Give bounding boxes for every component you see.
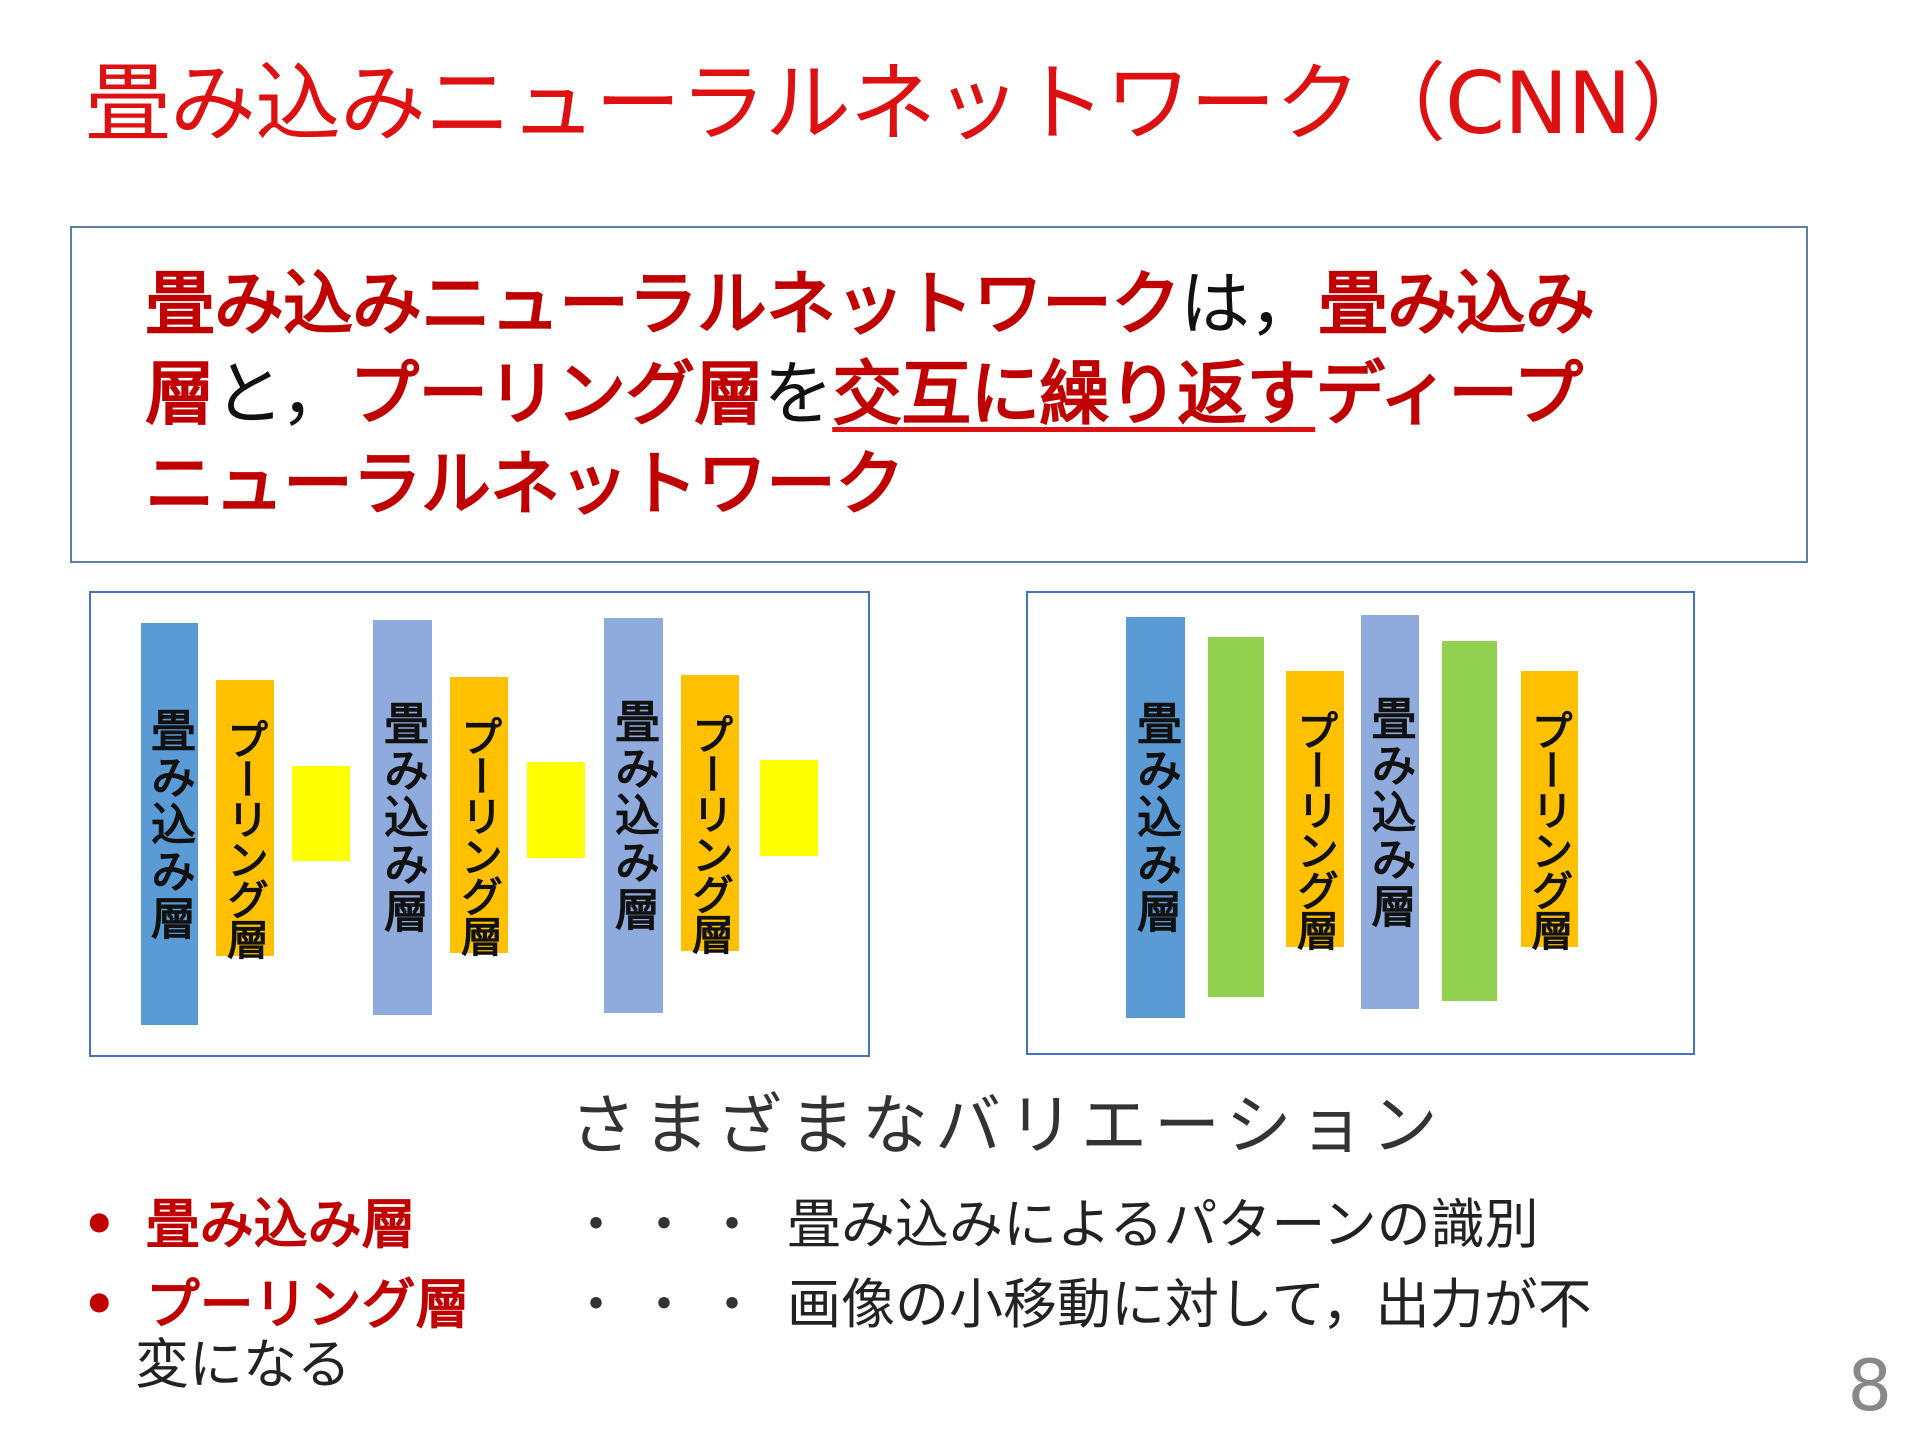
pool-layer-label: プーリング層 [1525, 709, 1574, 949]
pool-layer-block: プーリング層 [450, 677, 508, 955]
variation-caption: さまざまなバリエーション [570, 1087, 1445, 1164]
diagram-alternating [89, 591, 870, 1057]
def-particle: は， [1180, 263, 1319, 345]
bullet-dots: ・・・ [569, 1273, 773, 1336]
pool-layer-block: プーリング層 [681, 675, 739, 953]
def-term-nn: ニューラルネットワーク [145, 443, 905, 525]
intermediate-layer-block [1208, 637, 1264, 997]
conv-layer-label: 畳み込み層 [376, 700, 429, 935]
conv-layer-label: 畳み込み層 [143, 706, 196, 942]
def-term-conv: 畳み込み [1318, 263, 1595, 345]
def-particle: と， [214, 353, 350, 435]
pool-layer-block: プーリング層 [1521, 671, 1578, 949]
bullet-marker: • [82, 1193, 117, 1256]
slide-title: 畳み込みニューラルネットワーク（CNN） [85, 54, 1717, 154]
intermediate-layer-block [1442, 641, 1497, 1001]
conv-layer-block: 畳み込み層 [141, 623, 198, 1025]
conv-layer-label: 畳み込み層 [1363, 694, 1417, 930]
def-term-layer: 層 [145, 353, 215, 435]
def-term-cnn: 畳み込みニューラルネットワーク [145, 263, 1181, 345]
def-term-pool: プーリング層 [349, 353, 764, 435]
pool-layer-label: プーリング層 [454, 715, 504, 955]
bullet-dots: ・・・ [569, 1193, 773, 1256]
conv-layer-label: 畳み込み層 [607, 698, 660, 933]
conv-layer-block: 畳み込み層 [1126, 617, 1185, 1018]
definition-line-2: 層と，プーリング層を交互に繰り返すディープ [145, 352, 1583, 436]
bullet-conv: • 畳み込み層 ・・・ 畳み込みによるパターンの識別 [82, 1193, 1862, 1258]
bullet-desc-pool-cont: 変になる [135, 1333, 351, 1396]
def-particle: を [763, 353, 833, 435]
pool-layer-label: プーリング層 [1290, 709, 1340, 949]
conv-layer-block: 畳み込み層 [1361, 615, 1419, 1009]
pool-layer-label: プーリング層 [685, 713, 735, 953]
bullet-desc-conv: 畳み込みによるパターンの識別 [787, 1193, 1539, 1256]
bullet-pool: • プーリング層 ・・・ 画像の小移動に対して，出力が不 [82, 1273, 1862, 1338]
bullet-label-pool: プーリング層 [145, 1273, 470, 1336]
definition-box [70, 226, 1808, 563]
diagram-variation [1026, 591, 1695, 1055]
conv-layer-label: 畳み込み層 [1129, 700, 1182, 935]
def-term-alternate: 交互に繰り返す [832, 353, 1316, 435]
pool-layer-label: プーリング層 [220, 718, 270, 958]
pool-layer-block: プーリング層 [216, 680, 274, 958]
conv-layer-block: 畳み込み層 [373, 620, 432, 1015]
feature-map-block [760, 760, 818, 856]
feature-map-block [527, 762, 585, 858]
page-number: 8 [1847, 1345, 1892, 1427]
definition-line-3: ニューラルネットワーク [145, 442, 905, 526]
definition-line-1: 畳み込みニューラルネットワークは，畳み込み [145, 262, 1595, 346]
bullet-marker: • [82, 1273, 117, 1336]
pool-layer-block: プーリング層 [1286, 671, 1344, 949]
def-term-deep: ディープ [1315, 353, 1583, 435]
bullet-desc-pool: 画像の小移動に対して，出力が不 [787, 1273, 1592, 1336]
feature-map-block [292, 766, 350, 861]
bullet-label-conv: 畳み込み層 [145, 1193, 416, 1256]
conv-layer-block: 畳み込み層 [604, 618, 663, 1013]
